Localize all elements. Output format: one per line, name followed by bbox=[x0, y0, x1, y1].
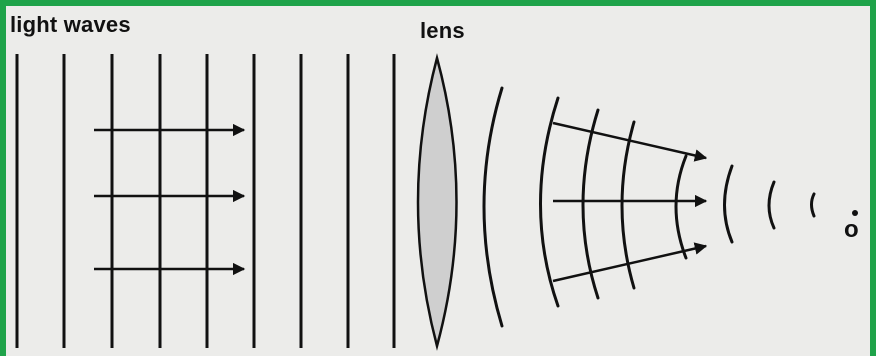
lens-focusing-diagram bbox=[6, 6, 870, 356]
lens-shape bbox=[418, 58, 457, 346]
converging-ray-arrow bbox=[553, 123, 706, 158]
converging-wavefront bbox=[583, 110, 598, 298]
diagram-panel: light waves lens o bbox=[6, 6, 870, 356]
converging-wavefront bbox=[676, 156, 686, 258]
focal-point-label: o bbox=[844, 216, 859, 244]
converging-wavefront bbox=[769, 182, 774, 228]
lens-label: lens bbox=[420, 18, 465, 44]
converging-wavefront bbox=[484, 88, 502, 326]
light-waves-label: light waves bbox=[10, 12, 131, 38]
converging-wavefront bbox=[725, 166, 733, 242]
converging-wavefront bbox=[812, 194, 815, 216]
